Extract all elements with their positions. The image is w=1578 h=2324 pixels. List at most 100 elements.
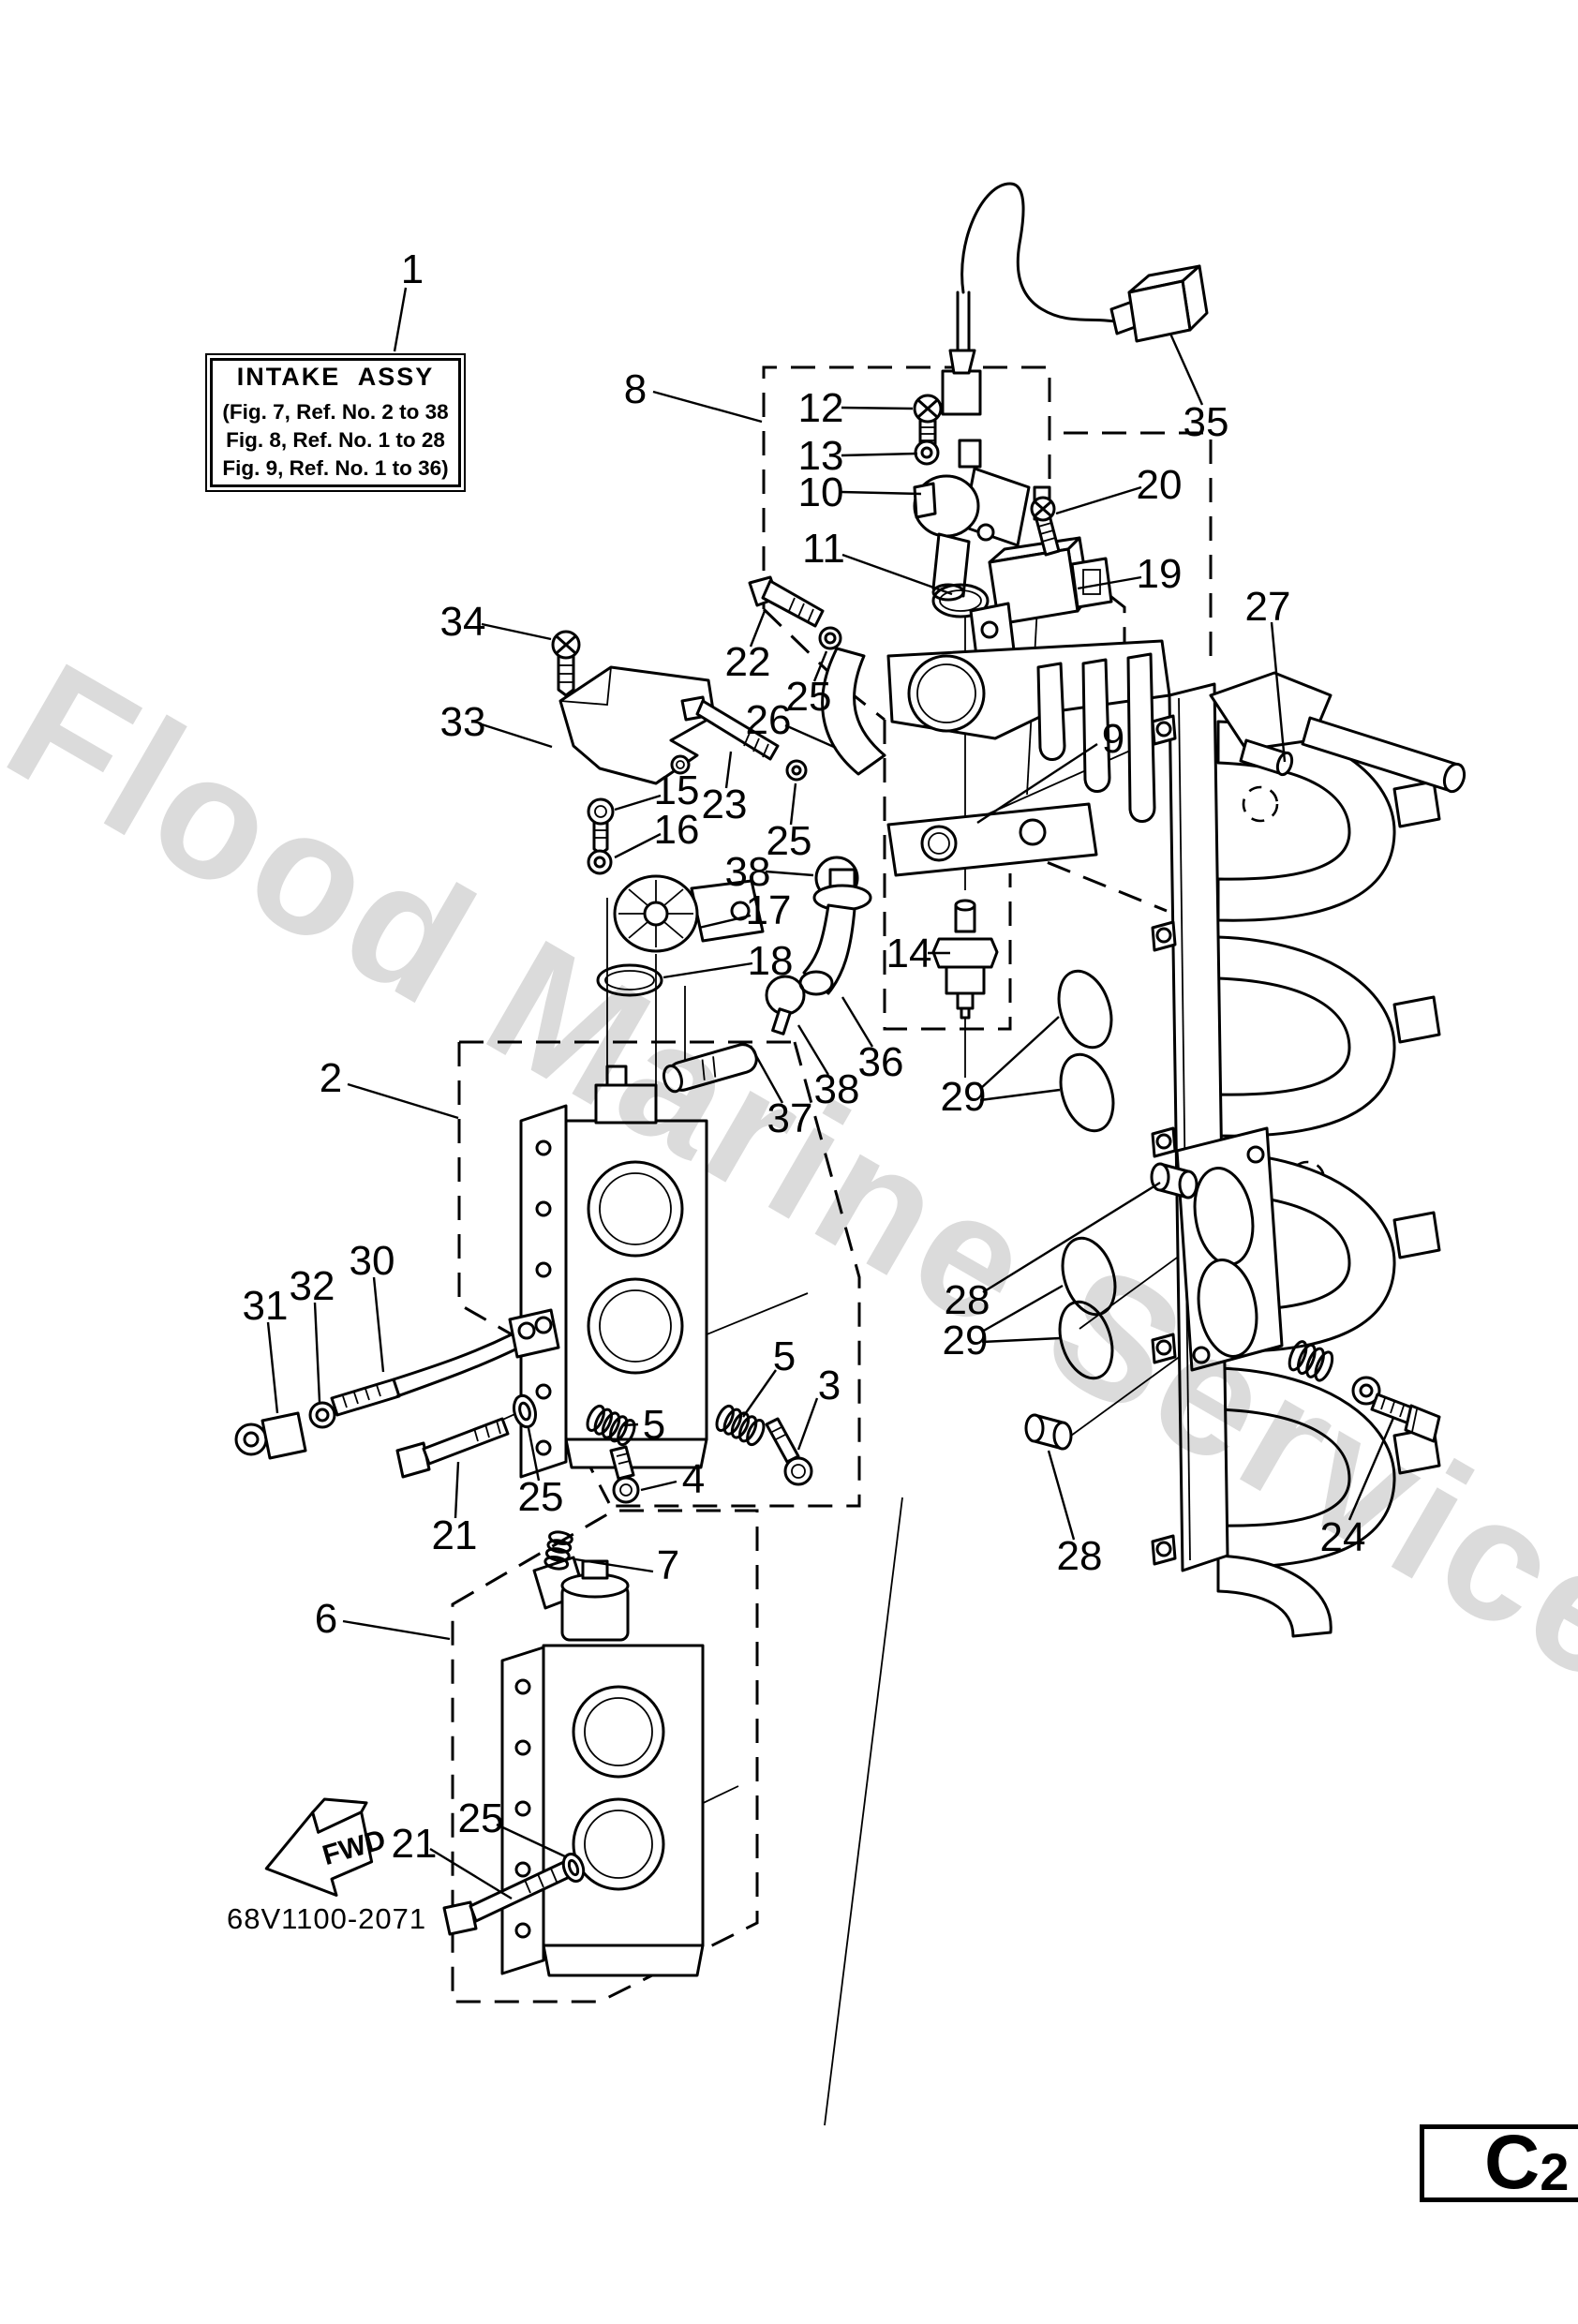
leader-line-34 — [481, 622, 552, 641]
washer-25a — [818, 626, 842, 650]
joint-31 — [234, 1411, 307, 1460]
leader-line-25 — [527, 1427, 541, 1482]
iac-valve-10 — [913, 439, 1051, 602]
callout-17: 17 — [746, 887, 792, 933]
callout-1: 1 — [401, 246, 424, 292]
intake-assy-ref-line: Fig. 9, Ref. No. 1 to 36) — [222, 455, 449, 480]
connector-small — [941, 369, 982, 416]
leader-line-26 — [784, 723, 837, 750]
leader-line-21 — [454, 1461, 460, 1519]
screw-15 — [587, 797, 615, 856]
spring-7 — [543, 1530, 573, 1571]
leader-line-29 — [979, 1016, 1060, 1090]
leader-line-13 — [841, 452, 918, 457]
o-ring-11 — [931, 583, 990, 618]
callout-31: 31 — [243, 1283, 289, 1329]
link-rod-group — [234, 1308, 813, 1936]
callout-7: 7 — [657, 1542, 679, 1588]
leader-line-10 — [841, 490, 922, 496]
clamp-38b — [765, 975, 806, 1035]
leader-line-24 — [1347, 1417, 1395, 1521]
leader-line-28 — [982, 1181, 1161, 1294]
leader-line-25 — [812, 650, 828, 682]
leader-line-6 — [342, 1619, 451, 1641]
throttle-body-group — [886, 639, 1171, 1020]
bushing-28b — [1024, 1413, 1073, 1451]
callout-35: 35 — [1184, 399, 1229, 445]
callout-3: 3 — [818, 1363, 841, 1408]
callout-4: 4 — [682, 1456, 705, 1502]
callout-24: 24 — [1320, 1514, 1366, 1560]
callout-33: 33 — [440, 699, 486, 745]
bolt-23 — [680, 695, 780, 761]
callout-13: 13 — [798, 433, 844, 479]
washer-16 — [587, 849, 613, 875]
washer-25b — [785, 759, 808, 782]
leader-line-17 — [698, 914, 752, 930]
leader-line-33 — [481, 723, 553, 749]
leader-line-16 — [614, 832, 662, 859]
callout-25: 25 — [458, 1795, 504, 1841]
screw-4 — [609, 1445, 640, 1504]
callout-21: 21 — [432, 1512, 478, 1558]
callout-2: 2 — [320, 1055, 342, 1101]
screw-34 — [551, 630, 581, 697]
leader-line-25 — [789, 782, 797, 826]
callout-29: 29 — [943, 1318, 989, 1363]
leader-line-32 — [313, 1302, 321, 1403]
leader-line-36 — [841, 996, 874, 1048]
elbow-36 — [798, 868, 872, 996]
leader-line-23 — [724, 751, 733, 789]
page-tag-box: C 2 — [1420, 2123, 1578, 2202]
callout-23: 23 — [702, 782, 748, 827]
gasket-plate — [1175, 1126, 1284, 1372]
callout-9: 9 — [1102, 716, 1124, 762]
leader-line-8 — [652, 390, 763, 424]
bolt-24-group — [1288, 1340, 1441, 1443]
callout-19: 19 — [1137, 551, 1183, 597]
callout-25: 25 — [767, 818, 812, 864]
map-sensor-19 — [969, 536, 1113, 658]
bolt-21b — [442, 1857, 577, 1936]
spring-5b — [715, 1404, 766, 1447]
leader-line-19 — [1077, 575, 1142, 590]
leader-line-20 — [1055, 485, 1142, 515]
callout-36: 36 — [858, 1039, 904, 1085]
leader-line-25 — [496, 1823, 568, 1859]
washer-13 — [914, 439, 940, 466]
carburetor-2 — [519, 1065, 708, 1479]
callout-25: 25 — [518, 1474, 564, 1520]
fwd-arrow: FWD — [264, 1797, 389, 1897]
callout-14: 14 — [886, 931, 932, 976]
left-middle-parts — [551, 575, 886, 1094]
leader-line-37 — [749, 1045, 784, 1104]
o-ring-18 — [596, 963, 663, 997]
cable-30 — [330, 1308, 560, 1417]
screw-3 — [765, 1417, 813, 1486]
leader-line-31 — [266, 1321, 279, 1414]
intake-assy-title: INTAKE ASSY — [236, 363, 435, 392]
intake-assy-ref-line: Fig. 8, Ref. No. 1 to 28 — [226, 428, 445, 453]
intake-manifold — [1151, 671, 1466, 1638]
hose-26 — [821, 647, 886, 776]
callout-29: 29 — [941, 1074, 987, 1120]
leader-line-30 — [372, 1276, 385, 1373]
leader-line-38 — [765, 870, 814, 877]
callout-34: 34 — [440, 599, 486, 645]
leader-line-15 — [614, 794, 662, 812]
leader-line-28 — [1047, 1450, 1076, 1541]
callout-28: 28 — [945, 1277, 990, 1323]
callout-38: 38 — [814, 1066, 860, 1112]
callout-16: 16 — [654, 807, 700, 853]
callout-12: 12 — [798, 385, 844, 431]
leader-line-7 — [574, 1557, 654, 1573]
callout-32: 32 — [290, 1263, 335, 1309]
spring-5a — [586, 1404, 636, 1447]
callout-11: 11 — [802, 526, 845, 572]
idle-valve-group — [913, 394, 1113, 658]
callout-37: 37 — [767, 1095, 813, 1141]
sensor-17 — [613, 874, 765, 953]
manifold-flange-bar — [1151, 682, 1229, 1572]
leader-line-1 — [393, 287, 408, 352]
